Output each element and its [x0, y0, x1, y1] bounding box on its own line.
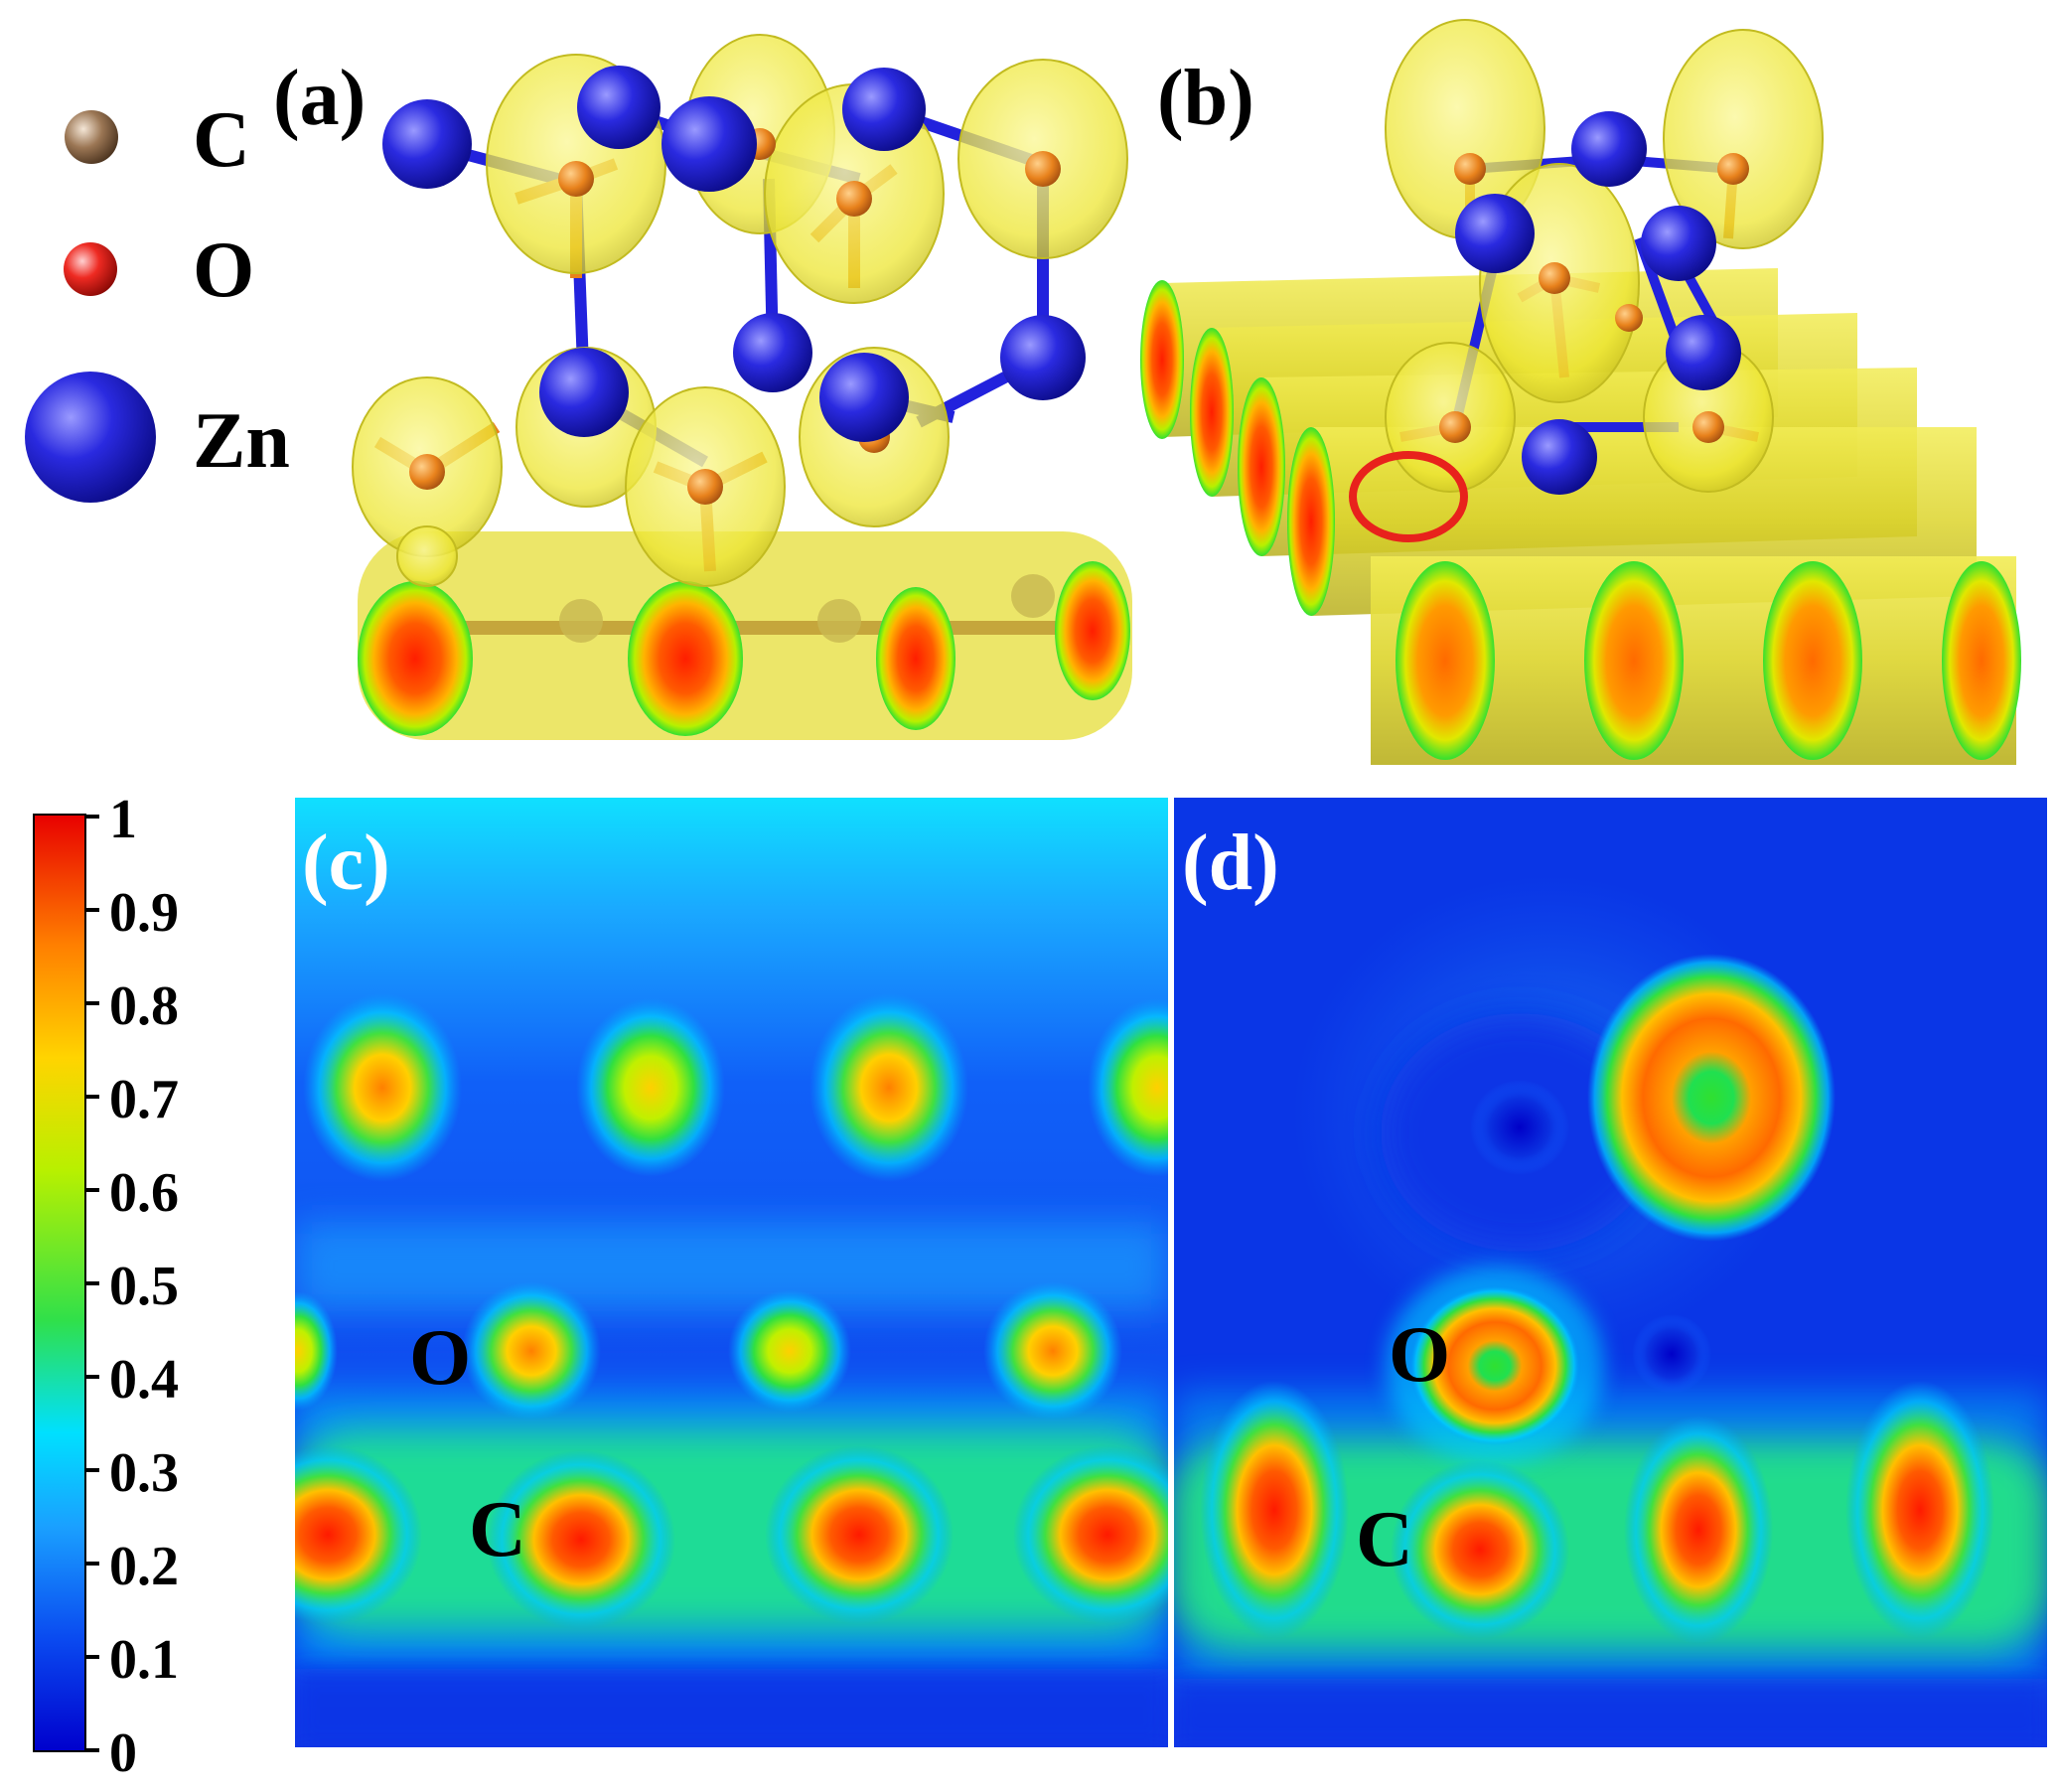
- colorbar-tick-label: 0.5: [109, 1256, 179, 1317]
- colorbar-tick-label: 0.7: [109, 1069, 179, 1130]
- legend-label-c: C: [193, 96, 250, 184]
- oxygen-atom-icon: [64, 242, 117, 296]
- cut-section-b3: [1763, 561, 1862, 760]
- cut-section-b4: [1942, 561, 2021, 760]
- legend-item-zn: Zn: [25, 372, 290, 503]
- panel-divider: [1168, 798, 1174, 1747]
- zinc-atoms-a: [382, 66, 1086, 442]
- legend-item-c: C: [65, 96, 250, 184]
- panel-label-a: (a): [273, 55, 366, 142]
- oxygen-atoms-b: [1439, 153, 1749, 443]
- colorbar-tick-label: 1: [109, 789, 137, 850]
- colorbar-tick-label: 0.1: [109, 1629, 179, 1691]
- colorbar-tick-label: 0.2: [109, 1536, 179, 1597]
- carbon-atom-icon: [65, 110, 118, 164]
- colorbar-tick-label: 0.8: [109, 975, 179, 1037]
- colorbar-tick-label: 0.4: [109, 1349, 179, 1411]
- carbon-atom: [1011, 574, 1055, 618]
- colorbar-tick-label: 0.6: [109, 1162, 179, 1224]
- atom-label-c-d: C: [1356, 1496, 1413, 1583]
- zn-hole-small: [1632, 1314, 1711, 1394]
- highlight-ring: [1349, 451, 1468, 542]
- panel-label-d: (d): [1182, 820, 1279, 907]
- legend-label-zn: Zn: [193, 397, 290, 485]
- colorbar-tick-label: 0.9: [109, 882, 179, 944]
- cut-section-b2: [1584, 561, 1684, 760]
- colorbar-gradient: [33, 814, 86, 1752]
- zinc-atoms-b: [1455, 111, 1741, 495]
- panel-label-b: (b): [1157, 55, 1254, 142]
- atom-label-o-c: O: [409, 1314, 471, 1402]
- colorbar: 1 0.9 0.8 0.7 0.6 0.5 0.4 0.3 0.2 0.1 0: [33, 789, 179, 1784]
- graphene-bond-row: [387, 621, 1102, 635]
- carbon-atom: [559, 599, 603, 643]
- panel-d: (d) O C: [1174, 798, 2047, 1747]
- elf-ring: [1587, 954, 1836, 1242]
- atom-label-o-d: O: [1389, 1311, 1450, 1399]
- zinc-atom-icon: [25, 372, 156, 503]
- cut-section-4: [1055, 561, 1130, 700]
- colorbar-ticks: [85, 815, 99, 1752]
- species-legend: C O Zn: [25, 96, 290, 503]
- colorbar-tick-labels: 1 0.9 0.8 0.7 0.6 0.5 0.4 0.3 0.2 0.1 0: [109, 789, 179, 1784]
- zn-hole: [1470, 1080, 1569, 1175]
- panel-a: (a): [273, 34, 1132, 740]
- cut-section-3: [876, 587, 956, 730]
- panel-label-c: (c): [302, 820, 390, 907]
- carbon-atom: [817, 599, 861, 643]
- panel-c: (c) O C: [295, 798, 1168, 1747]
- colorbar-tick-label: 0.3: [109, 1442, 179, 1504]
- colorbar-tick-label: 0: [109, 1722, 137, 1784]
- o-blob: [1410, 1286, 1579, 1445]
- cut-section-2: [628, 581, 743, 736]
- legend-label-o: O: [193, 226, 254, 314]
- cut-section-1: [358, 581, 473, 736]
- legend-item-o: O: [64, 226, 254, 314]
- atom-label-c-c: C: [469, 1486, 526, 1573]
- cut-section-b1: [1396, 561, 1495, 760]
- panel-b: (b): [1140, 19, 2021, 765]
